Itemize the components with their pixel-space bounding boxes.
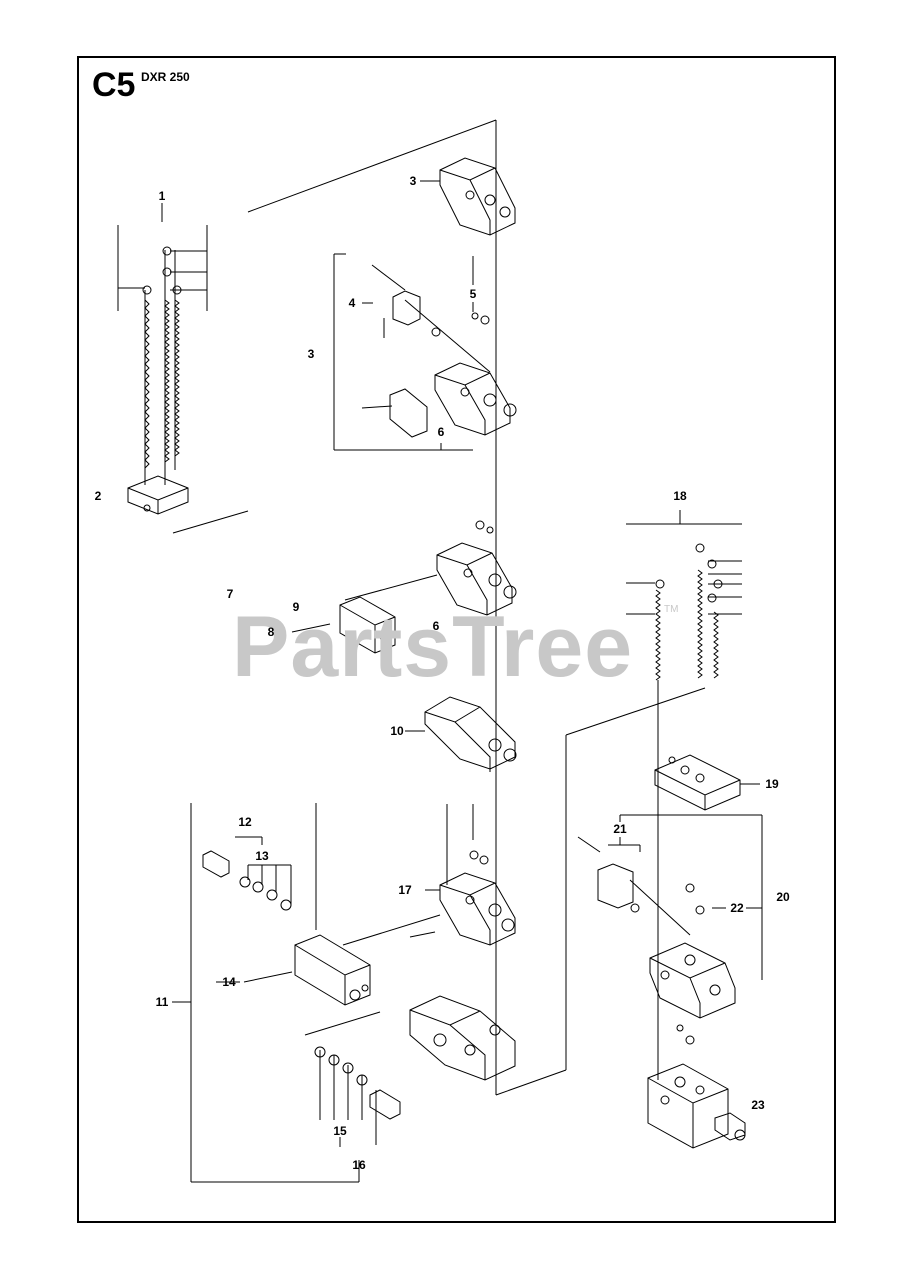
model-name: DXR 250 [141, 70, 190, 84]
callout-11: 11 [155, 995, 169, 1009]
callout-3-top: 3 [409, 174, 417, 188]
watermark: PartsTree [232, 599, 634, 695]
callout-5: 5 [469, 287, 477, 301]
callout-22: 22 [730, 901, 744, 915]
diagram-code: C5 [92, 66, 136, 104]
callout-9: 9 [292, 600, 300, 614]
callout-2: 2 [94, 489, 102, 503]
callout-13: 13 [255, 849, 269, 863]
callout-7: 7 [226, 587, 234, 601]
callout-3-mid: 3 [307, 347, 315, 361]
callout-18: 18 [673, 489, 687, 503]
callout-1: 1 [158, 189, 166, 203]
callout-8: 8 [267, 625, 275, 639]
callout-16: 16 [352, 1158, 366, 1172]
callout-10: 10 [390, 724, 404, 738]
callout-19: 19 [765, 777, 779, 791]
watermark-trademark: TM [664, 604, 679, 615]
diagram-frame [77, 56, 836, 1223]
callout-21: 21 [613, 822, 627, 836]
callout-20: 20 [776, 890, 790, 904]
callout-14: 14 [222, 975, 236, 989]
callout-12: 12 [238, 815, 252, 829]
callout-23: 23 [751, 1098, 765, 1112]
callout-6-upper: 6 [437, 425, 445, 439]
callout-17: 17 [398, 883, 412, 897]
callout-6-lower: 6 [432, 619, 440, 633]
callout-4: 4 [348, 296, 356, 310]
callout-15: 15 [333, 1124, 347, 1138]
